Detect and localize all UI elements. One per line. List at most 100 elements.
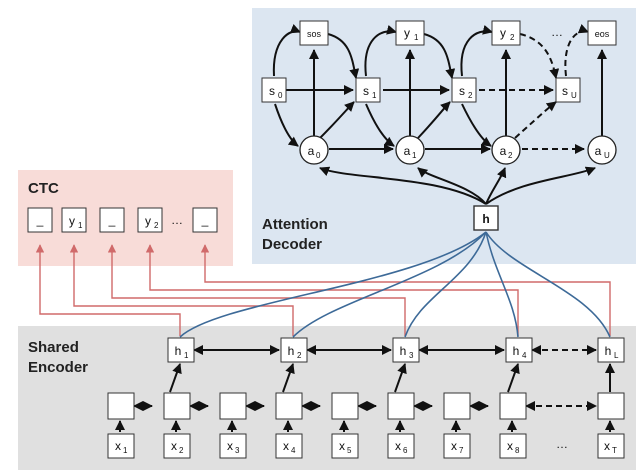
- input-label-x4: x: [283, 439, 289, 453]
- ctc-box-blank-3: [192, 207, 218, 233]
- attention-node-a1: [395, 135, 425, 165]
- encoder-input-arrows: [115, 420, 615, 432]
- encoder-inputs: x 1 x 2 x 3 x 4 x 5 x 6 x 7 x 8 … x T: [107, 433, 625, 459]
- ctc-label-y2: y: [145, 214, 151, 228]
- input-sub-x6: 6: [403, 446, 408, 455]
- encoder-hidden-sub-hL: L: [614, 351, 619, 360]
- output-label-sos: sos: [307, 29, 322, 39]
- ctc-label-y1: y: [69, 214, 75, 228]
- ctc-ellipsis: …: [171, 213, 183, 227]
- encoder-title-line2: Encoder: [28, 359, 88, 376]
- attention-label-aU: a: [595, 144, 602, 158]
- input-box-x2: [163, 433, 191, 459]
- decoder-attentions: a 0 a 1 a 2 a U: [299, 135, 617, 165]
- decoder-outputs: sos y 1 y 2 … eos: [299, 20, 617, 46]
- state-label-s1: s: [363, 84, 369, 98]
- encoder-hidden-sub-h1: 1: [184, 351, 189, 360]
- input-sub-x3: 3: [235, 446, 240, 455]
- state-label-s2: s: [459, 84, 465, 98]
- output-box-y1: [395, 20, 425, 46]
- ctc-title: CTC: [28, 180, 59, 197]
- state-box-s0: [261, 77, 287, 103]
- input-label-x8: x: [507, 439, 513, 453]
- encoder-hidden-sub-h2: 2: [297, 351, 302, 360]
- input-sub-x5: 5: [347, 446, 352, 455]
- attention-node-aU: [587, 135, 617, 165]
- state-sub-s0: 0: [278, 91, 283, 100]
- state-sub-sU: U: [571, 91, 577, 100]
- output-label-eos: eos: [595, 29, 610, 39]
- input-label-x5: x: [339, 439, 345, 453]
- encoder-cell: [275, 392, 303, 420]
- input-label-x3: x: [227, 439, 233, 453]
- encoder-up-arrows: [169, 363, 615, 393]
- state-box-s1: [355, 77, 381, 103]
- encoder-hidden-h3: [392, 337, 420, 363]
- input-sub-x4: 4: [291, 446, 296, 455]
- input-box-x7: [443, 433, 471, 459]
- encoder-cell: [107, 392, 135, 420]
- context-h-label: h: [482, 212, 489, 226]
- attention-label-a2: a: [500, 144, 507, 158]
- encoder-hidden-sub-h3: 3: [409, 351, 414, 360]
- encoder-cell: [597, 392, 625, 420]
- ctc-box-y1: [61, 207, 87, 233]
- encoder-hidden-label-h1: h: [175, 344, 182, 358]
- input-box-xT: [597, 433, 625, 459]
- encoder-hidden-h2: [280, 337, 308, 363]
- input-label-x1: x: [115, 439, 121, 453]
- output-label-y2: y: [500, 26, 506, 40]
- attention-sub-aU: U: [604, 151, 610, 160]
- input-box-x6: [387, 433, 415, 459]
- encoder-hidden-label-h3: h: [400, 344, 407, 358]
- ctc-sub-y2: 2: [154, 221, 159, 230]
- input-sub-x8: 8: [515, 446, 520, 455]
- encoder-hidden-label-h2: h: [288, 344, 295, 358]
- decoder-states: s 0 s 1 s 2 s U: [261, 77, 581, 103]
- state-label-s0: s: [269, 84, 275, 98]
- ctc-links: [35, 244, 611, 336]
- encoder-cell: [331, 392, 359, 420]
- output-sub-y1: 1: [414, 33, 419, 42]
- input-sub-x7: 7: [459, 446, 464, 455]
- input-box-x3: [219, 433, 247, 459]
- state-label-sU: s: [562, 84, 568, 98]
- input-sub-xT: T: [612, 446, 617, 455]
- ctc-box-blank-2: [99, 207, 125, 233]
- input-label-x2: x: [171, 439, 177, 453]
- attention-links: [179, 231, 611, 338]
- encoder-hidden-h4: [505, 337, 533, 363]
- encoder-title-line1: Shared: [28, 339, 79, 356]
- decoder-arrows: [272, 24, 607, 205]
- attention-node-a0: [299, 135, 329, 165]
- attention-sub-a0: 0: [316, 151, 321, 160]
- state-box-s2: [451, 77, 477, 103]
- attention-sub-a1: 1: [412, 151, 417, 160]
- encoder-hidden-label-h4: h: [513, 344, 520, 358]
- input-sub-x2: 2: [179, 446, 184, 455]
- ctc-label-blank-3: _: [201, 213, 209, 227]
- input-box-x4: [275, 433, 303, 459]
- input-ellipsis: …: [556, 437, 568, 451]
- output-box-y2: [491, 20, 521, 46]
- input-box-x8: [499, 433, 527, 459]
- ctc-label-blank-1: _: [36, 213, 44, 227]
- ctc-box-blank-1: [27, 207, 53, 233]
- ctc-label-blank-2: _: [108, 213, 116, 227]
- ctc-sub-y1: 1: [78, 221, 83, 230]
- encoder-cell: [163, 392, 191, 420]
- input-box-x1: [107, 433, 135, 459]
- state-sub-s1: 1: [372, 91, 377, 100]
- output-label-y1: y: [404, 26, 410, 40]
- attention-label-a0: a: [308, 144, 315, 158]
- encoder-cell: [499, 392, 527, 420]
- output-box-eos: [587, 20, 617, 46]
- output-sub-y2: 2: [510, 33, 515, 42]
- encoder-hidden-label-hL: h: [605, 344, 612, 358]
- state-sub-s2: 2: [468, 91, 473, 100]
- output-ellipsis: …: [551, 25, 563, 39]
- encoder-cell: [387, 392, 415, 420]
- input-sub-x1: 1: [123, 446, 128, 455]
- ctc-box-y2: [137, 207, 163, 233]
